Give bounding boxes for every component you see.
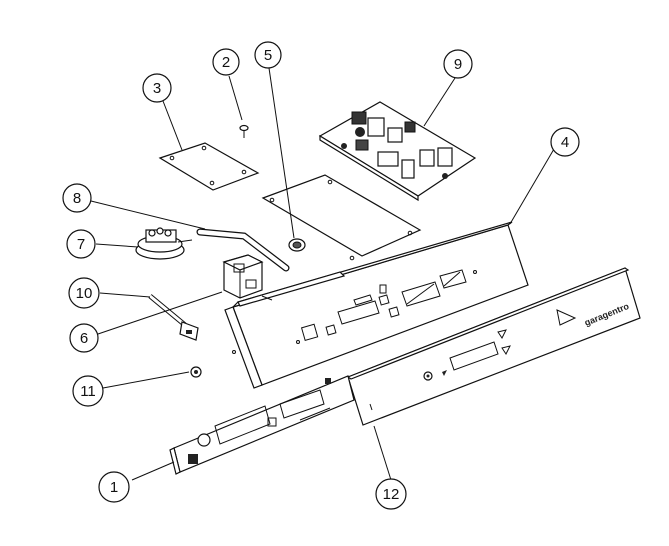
callout-8: 8 — [62, 183, 92, 213]
part-6-transformer — [222, 254, 273, 301]
callout-6: 6 — [69, 323, 99, 353]
part-11-nut — [190, 366, 202, 378]
part-8-tube — [196, 228, 290, 272]
part-2-screw — [239, 124, 249, 138]
callout-3: 3 — [142, 73, 172, 103]
callout-9: 9 — [443, 49, 473, 79]
callout-10-number: 10 — [76, 285, 93, 302]
callout-1: 1 — [98, 471, 130, 503]
callout-12: 12 — [375, 478, 407, 510]
callout-7-number: 7 — [77, 236, 85, 253]
callout-7: 7 — [66, 229, 96, 259]
callout-8-number: 8 — [73, 190, 81, 207]
part-7-pressure-switch — [135, 227, 193, 260]
callout-2-number: 2 — [222, 54, 230, 71]
callout-12-number: 12 — [383, 486, 400, 503]
part-9-control-board — [318, 101, 477, 202]
callout-3-number: 3 — [153, 80, 161, 97]
part-4-control-bracket — [224, 221, 529, 389]
part-5-grommet — [288, 238, 306, 252]
callout-11-number: 11 — [80, 383, 96, 400]
callout-9-number: 9 — [454, 56, 462, 73]
callout-2: 2 — [212, 48, 240, 76]
part-12-front-fascia: garagentro — [346, 267, 641, 426]
callout-5-number: 5 — [264, 47, 272, 64]
callout-11: 11 — [72, 375, 104, 407]
part-1-display-board — [169, 375, 355, 475]
callout-10: 10 — [68, 277, 100, 309]
callout-6-number: 6 — [80, 330, 88, 347]
callout-5: 5 — [254, 41, 282, 69]
leader-lines — [90, 67, 555, 481]
part-3-cover-plate — [158, 142, 260, 191]
callout-1-number: 1 — [110, 479, 118, 496]
callout-4-number: 4 — [561, 134, 569, 151]
back-plate — [261, 174, 422, 261]
callout-4: 4 — [550, 127, 580, 157]
